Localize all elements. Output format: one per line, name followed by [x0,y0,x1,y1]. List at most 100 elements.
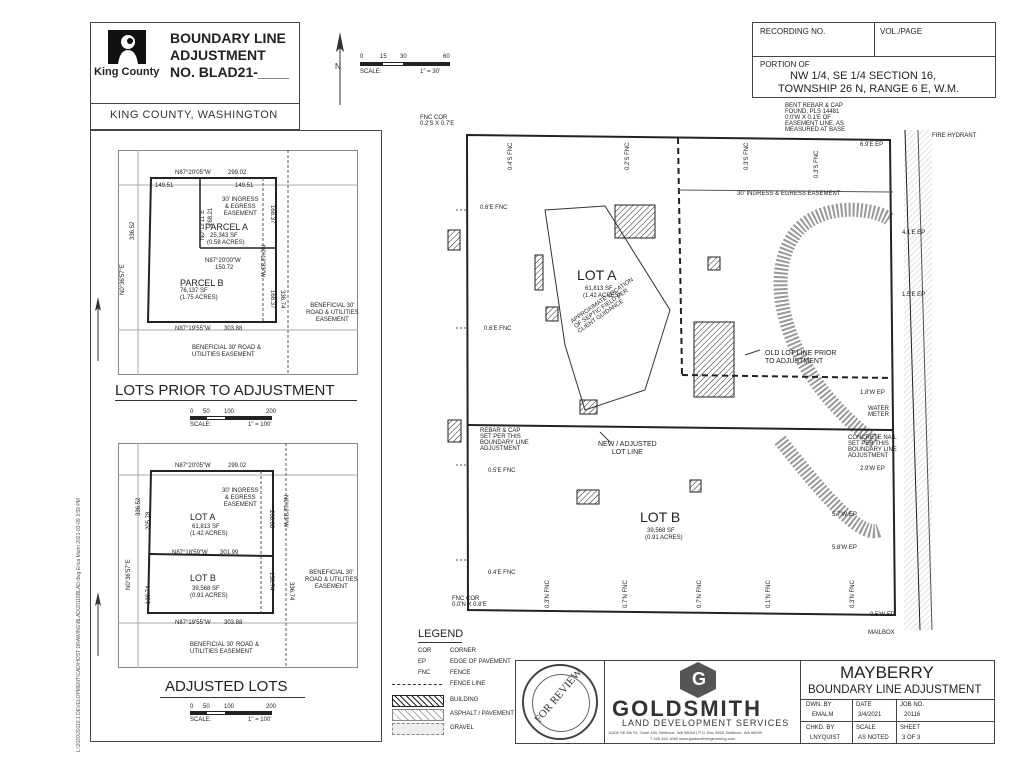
north-label: N [335,62,341,71]
legend-text: FENCE LINE [450,681,486,687]
fnc-label: 0.7'N FNC [623,580,629,608]
firm-name: GOLDSMITH [612,696,762,721]
adj-lot-b-ac: (0.91 ACRES) [190,593,228,599]
project-subtitle: BOUNDARY LINE ADJUSTMENT [808,684,982,696]
divider [418,642,462,643]
fnc-label: 0.3'S FNC [744,142,750,171]
prior-parcel-b-sf: 76,137 SF [180,288,208,294]
adj-lot-a-sf: 61,813 SF [192,524,220,530]
ep-label: 5.8'W EP [832,545,857,551]
ep-label: 2.9'W EP [860,466,885,472]
small-scale2-ratio: 1" = 100' [248,717,272,723]
adj-bottom-bearing: N87°19'55"W [175,620,211,626]
asphalt-symbol [392,709,444,721]
new-lot-line-label: NEW / ADJUSTED LOT LINE [598,441,657,456]
prior-parcel-a: PARCEL A [205,222,249,232]
prior-ingress: 30' INGRESS & EGRESS EASEMENT [222,197,259,217]
adj-lot-a: LOT A [190,512,216,522]
ep-label: 1.8'W EP [860,390,885,396]
prior-top-bearing: N87°20'05"W [175,170,211,176]
adjusted-lots-map [118,443,358,668]
ep-label: 5.7'W EP [832,512,857,518]
prior-left-149: 149.51 [155,183,174,189]
main-lot-a: LOT A [577,267,617,283]
prior-beneficial-right: BENEFICIAL 30' ROAD & UTILITIES EASEMENT [306,303,359,323]
title-line3: NO. BLAD21-____ [170,64,290,80]
small-scale-tick-1: 50 [203,409,210,415]
fnc-label: 0.4'S FNC [508,142,514,171]
prior-mid-bearing: N87°20'00"W [205,258,241,264]
small-scale2-label: SCALE: [190,717,212,723]
firm-sub: LAND DEVELOPMENT SERVICES [622,718,790,728]
scale-tick-2: 30 [400,54,407,60]
scale-value-tb: AS NOTED [858,735,889,741]
divider [800,721,995,722]
portion-of-label: PORTION OF [760,60,810,69]
adj-lot-line-bearing: N87°18'59"W [172,550,208,556]
legend-code: EP [418,659,427,665]
title-line1: BOUNDARY LINE [170,30,286,46]
header-box [90,22,300,130]
ep-label: 6.9'E EP [860,142,884,148]
adj-right-dist: 336.74 [288,582,294,601]
legend-text: ASPHALT / PAVEMENT [450,711,514,717]
scale-tick-0: 0 [360,54,364,60]
divider [800,699,995,700]
adj-bottom-dist: 303.88 [224,620,243,626]
prior-parcel-a-sf: 25,343 SF [210,233,238,239]
scale-tick-1: 15 [380,54,387,60]
divider [874,22,875,56]
prior-inner-bearing: N0°12'11"E [200,209,206,240]
adj-right-a: 206.00 [268,510,274,529]
prior-beneficial-bottom: BENEFICIAL 30' ROAD & UTILITIES EASEMENT [192,345,261,358]
legend-text: CORNER [450,648,477,654]
title-line2: ADJUSTMENT [170,47,266,63]
fnc-label: 0.3'S FNC [814,150,820,179]
water-meter-label: WATER METER [868,406,889,418]
building-symbol [392,695,444,707]
legend-text: EDGE OF PAVEMENT [450,659,511,665]
fnc-label: 0.1'N FNC [766,580,772,608]
fnc-label: 0.6'E FNC [484,326,512,332]
fnc-label: 0.6'E FNC [480,205,508,211]
adj-ingress: 30' INGRESS & EGRESS EASEMENT [222,488,259,508]
easement-label: 30' INGRESS & EGRESS EASEMENT [737,191,841,197]
small-scale2-tick-3: 200 [266,704,277,710]
ep-label: 1.5'E EP [902,292,926,298]
small-scale-ratio: 1" = 100' [248,422,272,428]
prior-title: LOTS PRIOR TO ADJUSTMENT [115,382,335,399]
prior-top-dist: 299.02 [228,170,247,176]
adj-left-dist: 336.52 [136,497,142,516]
adj-right-b: 130.74 [268,572,274,591]
prior-bottom-dist: 303.88 [224,326,243,332]
small-scale2-tick-2: 100 [224,704,235,710]
main-lot-b-ac: (0.91 ACRES) [645,535,683,541]
fence-line-symbol [392,684,442,685]
fnc-label: 0.7'N FNC [697,580,703,608]
prior-right-bearing: N0°12'33"W [259,245,265,278]
prior-right-149: 149.51 [235,183,254,189]
scale-label: SCALE: [360,69,382,75]
job-value: 20116 [904,712,921,718]
adj-lot-b: LOT B [190,573,216,583]
small-scale-label: SCALE: [190,422,212,428]
nail-set-note: CONCRETE NAIL SET PER THIS BOUNDARY LINE… [848,435,897,459]
left-panel [90,130,382,742]
file-path-note: L:\2020\20116.1 DEVELOPMENT\CAD\HOST DRA… [76,498,82,752]
main-lot-b: LOT B [640,509,681,525]
north-arrow-icon [95,297,101,361]
job-label: JOB NO. [900,702,925,708]
date-label: DATE [856,702,872,708]
prior-parcel-b: PARCEL B [180,278,224,288]
small-scale2-tick-0: 0 [190,704,194,710]
prior-inner-dist: 168.21 [208,207,214,226]
fnc-label: 0.4'E FNC [488,570,516,576]
prior-left-bearing: N0°36'57"E [120,264,126,295]
sheet-label: SHEET [900,725,921,731]
king-county-logo-icon [108,30,146,64]
adj-beneficial-bottom: BENEFICIAL 30' ROAD & UTILITIES EASEMENT [190,642,259,655]
prior-parcel-b-ac: (1.75 ACRES) [180,295,218,301]
title-block [515,660,995,744]
divider [752,56,996,57]
